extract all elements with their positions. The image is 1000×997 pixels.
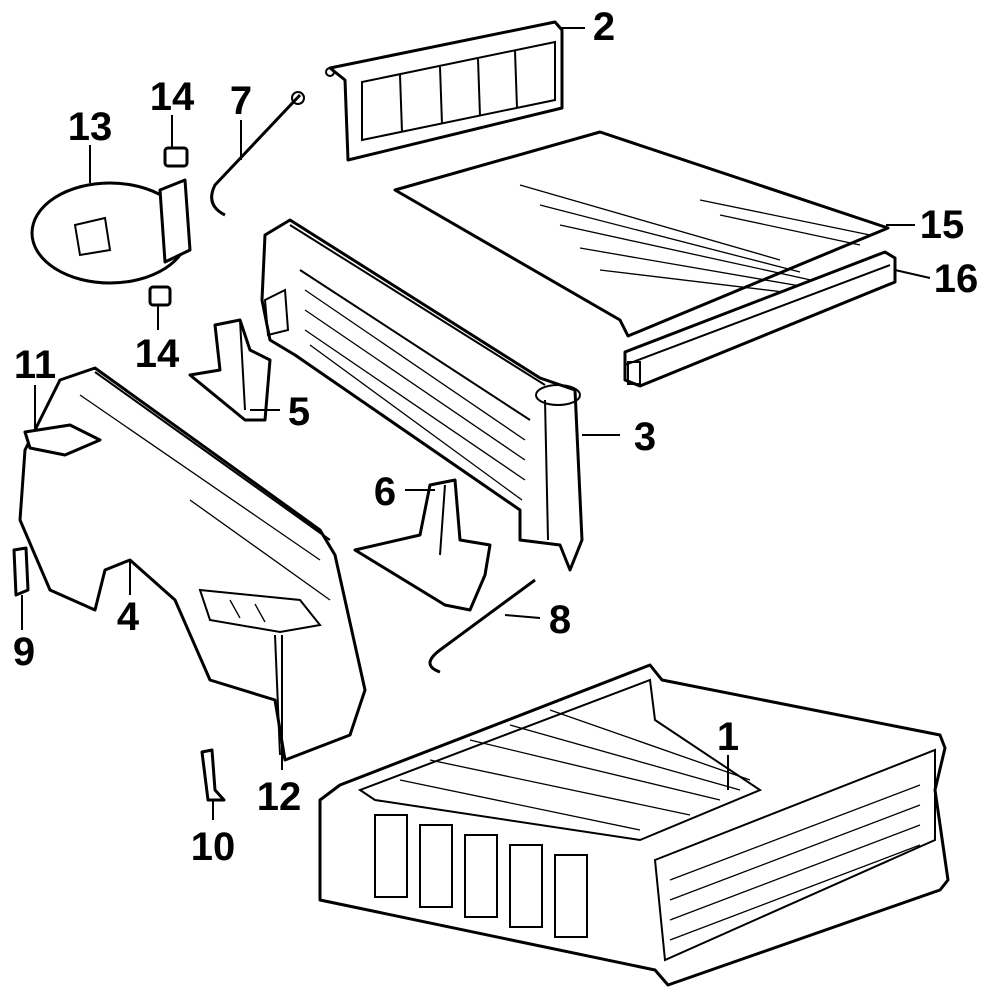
part-9-filler[interactable] xyxy=(12,546,30,597)
callout-9: 9 xyxy=(13,630,35,674)
callout-2: 2 xyxy=(593,5,615,49)
part-fuel-door[interactable] xyxy=(30,178,192,285)
part-front-panel[interactable] xyxy=(325,20,564,162)
part-10-filler[interactable] xyxy=(200,748,226,802)
part-rear-sill[interactable] xyxy=(623,250,897,388)
part-6-bracket[interactable] xyxy=(353,478,492,612)
part-14-bumper-lower[interactable] xyxy=(148,285,172,307)
callout-16: 16 xyxy=(934,257,979,301)
callout-13: 13 xyxy=(68,105,113,149)
callout-8: 8 xyxy=(549,598,571,642)
callout-15: 15 xyxy=(920,203,965,247)
part-14-bumper-upper[interactable] xyxy=(163,146,189,168)
part-5-bracket[interactable] xyxy=(188,318,272,422)
callout-10: 10 xyxy=(191,825,236,869)
callout-3: 3 xyxy=(634,415,656,459)
callout-7: 7 xyxy=(230,79,252,123)
callout-5: 5 xyxy=(288,390,310,434)
part-8-strap[interactable] xyxy=(428,578,536,674)
callout-1: 1 xyxy=(717,715,739,759)
callout-14-lower: 14 xyxy=(135,332,180,376)
part-side-panel-inner[interactable] xyxy=(260,218,584,572)
part-7-strap[interactable] xyxy=(210,91,305,217)
callout-4: 4 xyxy=(117,595,140,639)
callout-11: 11 xyxy=(14,343,56,387)
part-floor[interactable] xyxy=(393,130,890,338)
leader-lines xyxy=(21,27,931,820)
part-11-bracket[interactable] xyxy=(23,423,102,457)
callout-12: 12 xyxy=(257,775,302,819)
callout-6: 6 xyxy=(374,470,396,514)
callout-14-upper: 14 xyxy=(150,75,195,119)
part-side-panel-outer[interactable] xyxy=(18,366,367,762)
part-pickup-box[interactable] xyxy=(318,663,950,987)
